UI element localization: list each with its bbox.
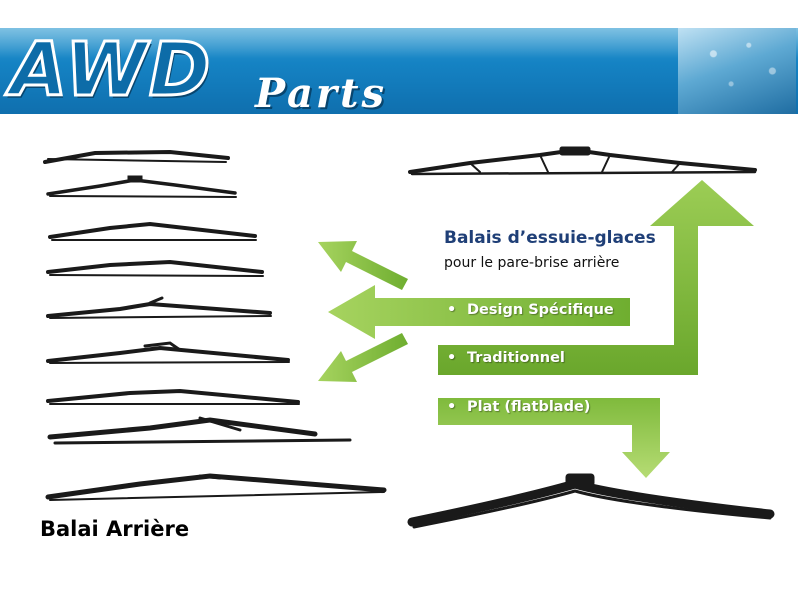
wet-windshield-wiper-photo (678, 28, 796, 114)
header-shine (0, 28, 798, 58)
flat-wiper-blade (407, 473, 775, 529)
rear-wiper-blade-1 (43, 149, 230, 164)
product-subtitle: pour le pare-brise arrière (444, 255, 620, 271)
rear-wiper-blade-2 (46, 175, 237, 198)
bullet-label: Plat (flatblade) (467, 399, 591, 415)
logo-parts: Parts (255, 70, 387, 115)
rear-wiper-blade-4 (46, 259, 264, 277)
arrow-lower-left (318, 333, 408, 382)
bullet-design-specifique: • Design Spécifique (447, 302, 614, 318)
rear-wiper-blade-9 (45, 473, 387, 501)
header-banner: AWD Parts (0, 28, 798, 114)
traditional-wiper-blade (408, 146, 757, 176)
bullet-label: Traditionnel (467, 350, 565, 366)
rear-wiper-blade-8 (47, 416, 352, 445)
rear-wiper-blade-6 (46, 341, 290, 364)
bullet-marker: • (447, 350, 457, 366)
arrow-upper-left (318, 241, 408, 290)
rear-wiper-blade-7 (46, 388, 300, 405)
bullet-plat-flatblade: • Plat (flatblade) (447, 399, 590, 415)
bullet-marker: • (447, 399, 457, 415)
bullet-marker: • (447, 302, 457, 318)
rear-wiper-blade-3 (48, 221, 257, 241)
rear-wiper-blade-5 (46, 296, 272, 319)
bullet-traditionnel: • Traditionnel (447, 350, 565, 366)
bullet-label: Design Spécifique (467, 302, 614, 318)
arrow-middle-left (328, 285, 630, 339)
logo-awd: AWD (8, 28, 213, 113)
rear-blade-label: Balai Arrière (40, 517, 190, 541)
arrow-down-right (438, 398, 670, 478)
arrow-up-right (438, 180, 754, 375)
product-title: Balais d’essuie-glaces (444, 228, 656, 248)
